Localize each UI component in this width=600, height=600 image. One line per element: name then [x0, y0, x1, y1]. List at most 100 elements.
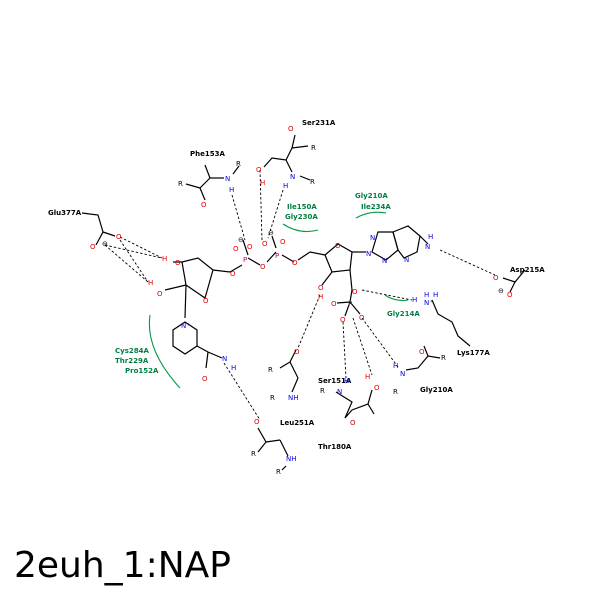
- atom-label-r: R: [268, 366, 273, 374]
- atom-label-o: O: [116, 233, 122, 241]
- label-cys284a: Cys284A: [115, 347, 149, 355]
- page-title: 2euh_1:NAP: [14, 545, 231, 586]
- hydrophobic-labels: Ile150A Gly230A Gly210A Ile234A Gly214A …: [115, 192, 420, 375]
- atom-label-nh: NH: [288, 394, 299, 402]
- atom-label-h: H: [229, 186, 234, 194]
- atom-label-minus: ⊖: [238, 236, 244, 244]
- atom-label-h: H: [318, 293, 323, 301]
- atom-label-n: N: [222, 355, 227, 363]
- atom-label-r: R: [393, 388, 398, 396]
- label-glu377a: Glu377A: [48, 209, 82, 217]
- atom-label-o: O: [256, 166, 262, 174]
- label-gly210a-top: Gly210A: [355, 192, 388, 200]
- atom-label-o: O: [507, 291, 513, 299]
- atom-label-o: O: [359, 314, 365, 322]
- label-ser231a: Ser231A: [302, 119, 336, 127]
- label-ser151a: Ser151A: [318, 377, 352, 385]
- atom-label-r: R: [251, 450, 256, 458]
- atom-label-h: H: [428, 233, 433, 241]
- label-pro152a: Pro152A: [125, 367, 159, 375]
- label-thr229a: Thr229A: [115, 357, 149, 365]
- atom-label-r: R: [441, 354, 446, 362]
- atom-label-r: R: [270, 394, 275, 402]
- label-phe153a: Phe153A: [190, 150, 225, 158]
- atom-label-h: H: [412, 296, 417, 304]
- label-leu251a: Leu251A: [280, 419, 315, 427]
- atom-label-n: N: [404, 256, 409, 264]
- atom-label-o: O: [262, 240, 268, 248]
- atom-label-h: H: [365, 373, 370, 381]
- atom-label-h: H: [424, 291, 429, 299]
- atom-label-o: O: [292, 259, 298, 267]
- arc-ile150-gly230: [282, 223, 319, 233]
- atom-label-o: O: [280, 238, 286, 246]
- atom-label-r: R: [178, 180, 183, 188]
- atom-label-h: H: [344, 377, 349, 385]
- residue-labels: Ser231A Phe153A Glu377A Asp215A Lys177A …: [48, 119, 545, 451]
- atom-label-h: H: [260, 179, 265, 187]
- arc-gly210-ile234: [355, 211, 387, 219]
- atom-label-o: O: [493, 274, 499, 282]
- atom-label-o: O: [260, 263, 266, 271]
- atom-label-h: H: [148, 279, 153, 287]
- atom-label-h: H: [393, 362, 398, 370]
- atom-label-h: H: [231, 364, 236, 372]
- atom-label-r: R: [236, 160, 241, 168]
- atom-label-o: O: [157, 290, 163, 298]
- atom-label-o: O: [335, 242, 341, 250]
- atom-label-n: N: [400, 370, 405, 378]
- atom-label-n: N: [366, 250, 371, 258]
- atom-labels: O R N R H O H N R H R O O O ⊖ H O H O O …: [90, 125, 513, 476]
- atom-label-o: O: [288, 125, 294, 133]
- label-gly210a-bottom: Gly210A: [420, 386, 453, 394]
- atom-label-n: N: [290, 173, 295, 181]
- atom-label-n: N: [337, 388, 342, 396]
- atom-label-o: O: [318, 284, 324, 292]
- atom-label-o: O: [202, 375, 208, 383]
- atom-label-n: N: [370, 234, 375, 242]
- atom-label-r: R: [311, 144, 316, 152]
- atom-label-h: H: [433, 291, 438, 299]
- atom-label-minus: ⊖: [268, 229, 274, 237]
- atom-label-o: O: [90, 243, 96, 251]
- atom-label-o: O: [340, 316, 346, 324]
- atom-label-o: O: [203, 297, 209, 305]
- label-ile234a: Ile234A: [361, 203, 391, 211]
- label-gly214a: Gly214A: [387, 310, 420, 318]
- atom-label-o: O: [374, 384, 380, 392]
- atom-label-minus: ⊖: [102, 240, 108, 248]
- label-gly230a: Gly230A: [285, 213, 318, 221]
- atom-label-o: O: [175, 259, 181, 267]
- atom-label-o: O: [233, 245, 239, 253]
- atom-label-p: P: [275, 252, 279, 260]
- atom-label-n: N: [425, 243, 430, 251]
- atom-label-h: H: [283, 182, 288, 190]
- residue-bonds: [81, 134, 526, 471]
- label-thr180a: Thr180A: [318, 443, 352, 451]
- arc-cys284-thr229-pro152: [148, 314, 181, 389]
- atom-label-n: N: [382, 257, 387, 265]
- atom-label-n-plus: N⁺: [424, 299, 433, 307]
- atom-label-p: P: [348, 300, 352, 308]
- atom-label-o: O: [350, 419, 356, 427]
- atom-label-minus: ⊖: [498, 287, 504, 295]
- atom-label-p: P: [243, 256, 247, 264]
- atom-label-o: O: [294, 348, 300, 356]
- atom-label-o: O: [352, 288, 358, 296]
- atom-label-n-plus: N⁺: [181, 322, 190, 330]
- arc-gly214: [384, 294, 409, 301]
- atom-label-n: N: [225, 175, 230, 183]
- label-asp215a: Asp215A: [510, 266, 545, 274]
- atom-label-r: R: [310, 178, 315, 186]
- atom-label-r: R: [276, 468, 281, 476]
- atom-label-r: R: [320, 387, 325, 395]
- atom-label-o: O: [230, 270, 236, 278]
- label-lys177a: Lys177A: [457, 349, 490, 357]
- label-ile150a: Ile150A: [287, 203, 317, 211]
- atom-label-o: O: [419, 348, 425, 356]
- atom-label-o: O: [247, 243, 253, 251]
- atom-label-h: H: [162, 255, 167, 263]
- atom-label-nh: NH: [286, 455, 297, 463]
- hydrophobic-arcs: [148, 211, 409, 389]
